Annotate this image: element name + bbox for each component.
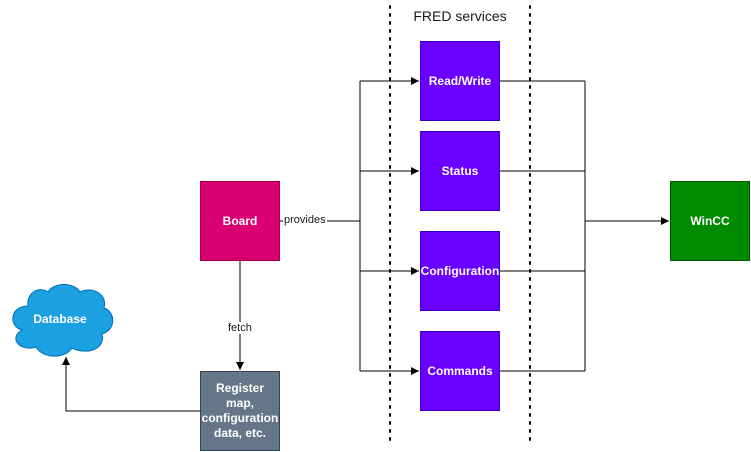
- fetch-edge-label: fetch: [227, 322, 253, 334]
- wincc-node: WinCC: [670, 181, 750, 261]
- fred-services-title: FRED services: [413, 8, 507, 24]
- service-configuration: Configuration: [420, 231, 500, 311]
- provides-edge-label: provides: [283, 214, 327, 226]
- database-cloud-icon: [12, 284, 114, 357]
- board-node: Board: [200, 181, 280, 261]
- arrow-register-map-to-database: [62, 357, 200, 412]
- database-label: Database: [33, 312, 87, 326]
- service-commands: Commands: [420, 331, 500, 411]
- service-readwrite: Read/Write: [420, 41, 500, 121]
- register-map-node: Register map, configuration data, etc.: [200, 371, 280, 451]
- service-status: Status: [420, 131, 500, 211]
